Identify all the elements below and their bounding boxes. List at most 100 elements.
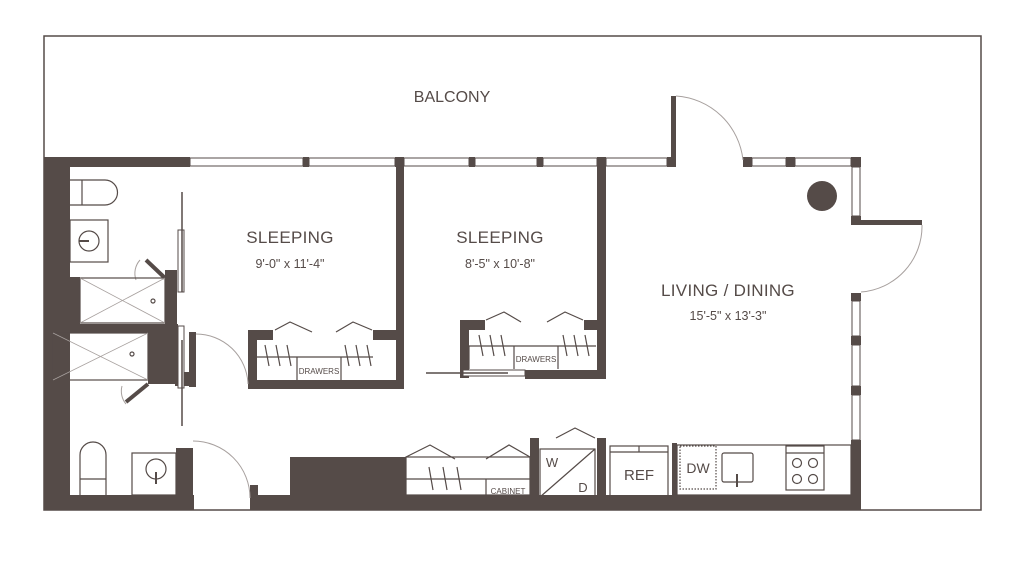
hanger-icon — [442, 466, 448, 491]
wall-closet-left — [248, 330, 257, 389]
wall-bath — [165, 270, 177, 325]
door-swing-icon — [860, 224, 923, 293]
refrigerator-icon — [609, 445, 669, 501]
toilet-icon — [79, 441, 107, 495]
balcony-label: BALCONY — [414, 89, 491, 106]
door-swing-icon — [120, 385, 127, 405]
room-name-living-dining: LIVING / DINING — [661, 281, 795, 300]
washer-dryer-divider — [539, 448, 596, 498]
window — [189, 157, 304, 167]
window — [403, 157, 470, 167]
closet-door-icon — [485, 444, 531, 460]
hanger-icon — [366, 344, 372, 367]
drawers-label: DRAWERS — [299, 367, 340, 376]
dryer-label: D — [578, 480, 587, 495]
door-swing-icon — [675, 95, 744, 161]
window — [851, 344, 861, 387]
door-swing-icon — [192, 440, 251, 499]
window — [308, 157, 396, 167]
washer-label: W — [546, 455, 559, 470]
wall-bedroom-divider — [396, 157, 404, 389]
cabinet-label: CABINET — [491, 487, 526, 496]
wall-mullion — [303, 157, 309, 167]
wall-mullion — [537, 157, 543, 167]
pocket-door — [177, 325, 185, 389]
burner-icon — [807, 473, 819, 485]
wall-kitchen-end — [851, 440, 861, 510]
room-dimensions-living-dining: 15'-5" x 13'-3" — [690, 309, 767, 323]
wall-closet-block — [290, 457, 406, 510]
windows — [189, 157, 861, 441]
door-swing-icon — [195, 333, 249, 385]
shower-icon — [79, 277, 166, 324]
hanger-icon — [456, 466, 462, 491]
hanger-icon — [264, 344, 270, 367]
washer-dryer-outline — [539, 448, 596, 498]
counter-outline — [676, 444, 852, 496]
hanger-icon — [286, 344, 292, 367]
room-dimensions-sleeping-1: 9'-0" x 11'-4" — [255, 257, 324, 271]
drawers-label: DRAWERS — [516, 355, 557, 364]
hanger-icon — [489, 334, 495, 357]
closet-door-icon — [485, 311, 522, 323]
toilet-icon — [70, 179, 119, 206]
hanger-icon — [344, 344, 350, 367]
wall-kitchen — [672, 443, 677, 510]
hanger-icon — [500, 334, 506, 357]
column-icon — [807, 181, 837, 211]
wall-closet — [248, 330, 273, 340]
pocket-doors — [177, 192, 526, 426]
pocket-door — [177, 229, 185, 293]
wall-mullion — [786, 157, 795, 167]
closet-door-icon — [274, 321, 313, 333]
wall-mullion — [469, 157, 475, 167]
wall-laundry — [597, 438, 606, 510]
wall-laundry — [530, 438, 539, 510]
wall-mullion — [851, 386, 861, 395]
window — [751, 157, 787, 167]
closet-1 — [257, 321, 373, 380]
window — [851, 394, 861, 441]
burner-icon — [807, 457, 819, 469]
window — [851, 166, 861, 217]
wall-bath — [176, 448, 184, 500]
hanger-icon — [275, 344, 281, 367]
hanger-icon — [355, 344, 361, 367]
closet-door-icon — [555, 427, 596, 439]
room-dimensions-sleeping-2: 8'-5" x 10'-8" — [465, 257, 535, 271]
closet-door-icon — [546, 311, 584, 323]
wall-bottom-left — [44, 495, 194, 510]
wall-door-jamb — [851, 220, 922, 225]
door-leaves — [124, 258, 167, 404]
wall-closet-bottom — [525, 370, 606, 379]
door-swing-icon — [120, 95, 923, 499]
refrigerator-label: REF — [624, 467, 654, 484]
wall-jamb — [250, 485, 258, 510]
wall-bath — [148, 324, 178, 384]
dishwasher-label: DW — [686, 460, 710, 476]
wall-closet-left — [460, 320, 469, 378]
shower-icon — [79, 277, 166, 324]
wall-closet-bottom — [248, 380, 404, 389]
washer-dryer-icon — [539, 427, 596, 498]
window — [542, 157, 598, 167]
closet-outline — [405, 456, 531, 496]
wall-bath-divider — [44, 324, 168, 333]
hanger-icon — [428, 466, 434, 491]
wall-bath — [68, 277, 80, 327]
hanger-icon — [573, 334, 579, 357]
room-name-sleeping-2: SLEEPING — [456, 228, 543, 247]
hall-closet — [405, 444, 531, 496]
shower-drain-icon — [150, 298, 156, 304]
wall-mullion — [743, 157, 752, 167]
sink-icon — [131, 452, 177, 496]
wall-mullion — [851, 336, 861, 345]
wall-bedroom-divider — [597, 157, 606, 379]
closet-door-icon — [405, 444, 456, 460]
wall-mullion — [851, 293, 861, 301]
wall-corner — [851, 157, 861, 167]
wall-top-left — [44, 157, 190, 167]
hanger-icon — [562, 334, 568, 357]
window — [474, 157, 538, 167]
bathroom-2 — [52, 332, 177, 496]
